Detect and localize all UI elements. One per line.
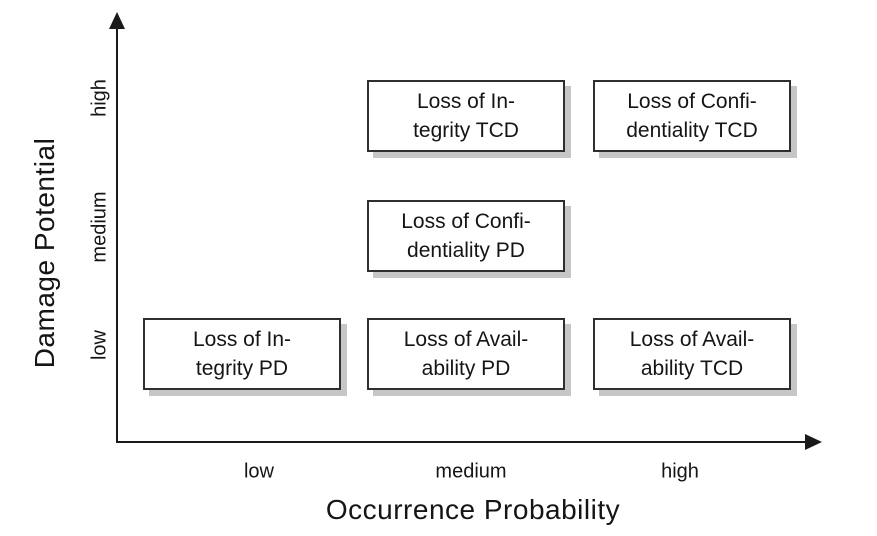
x-axis-line bbox=[116, 441, 806, 443]
node-label-line2: tegrity PD bbox=[195, 357, 289, 380]
node-label-line2: dentiality TCD bbox=[626, 119, 758, 142]
y-tick-low: low bbox=[88, 329, 111, 361]
node-loss-of-availability-pd: Loss of Avail- ability PD bbox=[367, 318, 565, 390]
node-label-line1: Loss of Confi- bbox=[401, 210, 531, 233]
node-label-line2: dentiality PD bbox=[407, 239, 525, 262]
node-label-line1: Loss of Avail- bbox=[629, 328, 755, 351]
node-label-line1: Loss of In- bbox=[416, 90, 516, 113]
node-loss-of-confidentiality-pd: Loss of Confi- dentiality PD bbox=[367, 200, 565, 272]
node-loss-of-integrity-tcd: Loss of In- tegrity TCD bbox=[367, 80, 565, 152]
node-loss-of-availability-tcd: Loss of Avail- ability TCD bbox=[593, 318, 791, 390]
x-tick-low: low bbox=[243, 460, 275, 483]
y-tick-high: high bbox=[88, 79, 111, 117]
y-tick-medium: medium bbox=[88, 191, 111, 263]
node-label-line2: tegrity TCD bbox=[413, 119, 519, 142]
y-axis-arrow-up-icon bbox=[109, 12, 125, 29]
node-label-line1: Loss of Confi- bbox=[627, 90, 757, 113]
node-label-line2: ability TCD bbox=[640, 357, 744, 380]
x-tick-high: high bbox=[661, 460, 699, 483]
node-label-line2: ability PD bbox=[421, 357, 511, 380]
node-label-line1: Loss of Avail- bbox=[403, 328, 529, 351]
y-axis-title: Damage Potential bbox=[29, 137, 60, 369]
x-axis-title: Occurrence Probability bbox=[325, 494, 621, 525]
node-loss-of-confidentiality-tcd: Loss of Confi- dentiality TCD bbox=[593, 80, 791, 152]
x-axis-arrow-right-icon bbox=[805, 434, 822, 450]
x-tick-medium: medium bbox=[435, 460, 507, 483]
node-loss-of-integrity-pd: Loss of In- tegrity PD bbox=[143, 318, 341, 390]
node-label-line1: Loss of In- bbox=[192, 328, 292, 351]
y-axis-line bbox=[116, 24, 118, 443]
